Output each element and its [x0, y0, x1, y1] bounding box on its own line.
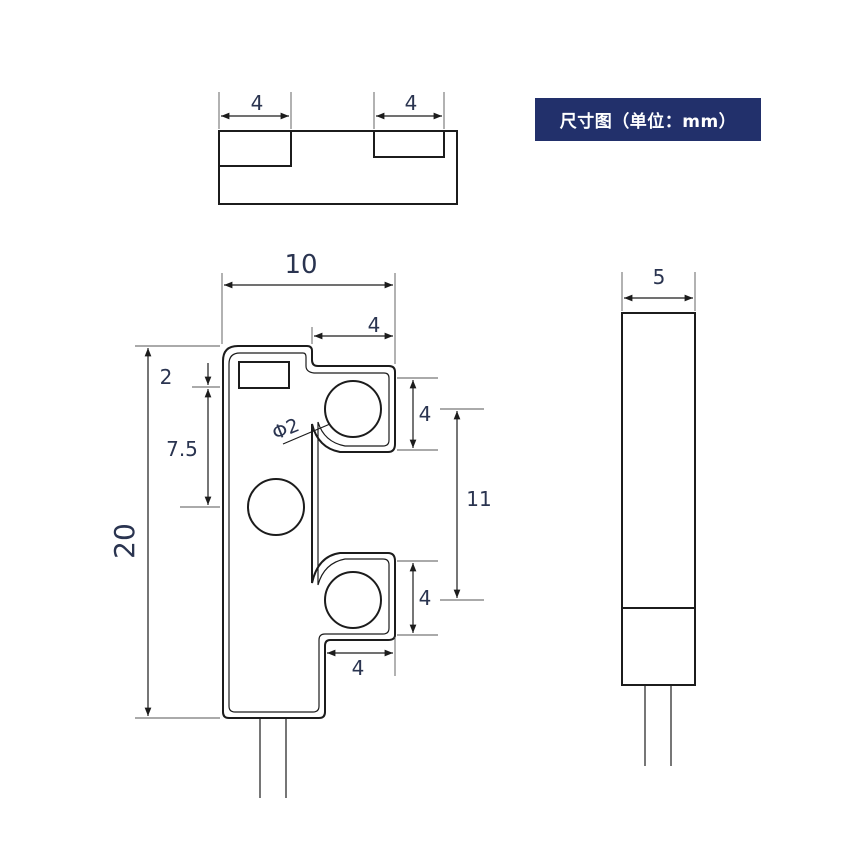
front-view-outline — [222, 345, 396, 719]
lower-tab-dim-label: 4 — [419, 586, 432, 610]
upper-hole-offset-dim-label: 7.5 — [166, 437, 198, 461]
upper-tab-dim-label: 4 — [419, 402, 432, 426]
front-view-inner-outline — [228, 352, 390, 713]
thickness-dim-label: 5 — [653, 265, 666, 289]
top-view: 4 4 — [218, 91, 458, 205]
height-dim-label: 20 — [108, 523, 141, 559]
front-view-label-window — [238, 361, 290, 389]
units-badge-text: 尺寸图（单位：mm） — [559, 112, 737, 132]
bottom-step-dim-label: 4 — [352, 656, 365, 680]
width-dim-label: 10 — [284, 250, 317, 280]
top-view-right-slot — [373, 130, 445, 158]
side-view-body — [621, 312, 696, 686]
side-view: 5 — [621, 265, 696, 766]
top-step-dim-label: 4 — [368, 313, 381, 337]
center-hole — [247, 478, 305, 536]
top-right-dim-label: 4 — [405, 91, 418, 115]
front-view: 10 4 2 7.5 20 Φ2 4 11 4 — [108, 250, 492, 798]
top-view-body — [218, 130, 458, 205]
hole-diameter-label: Φ2 — [269, 414, 302, 445]
top-margin-dim-label: 2 — [160, 365, 173, 389]
units-badge: 尺寸图（单位：mm） — [535, 98, 761, 141]
lower-hole — [324, 571, 382, 629]
upper-hole — [324, 380, 382, 438]
hole-spacing-dim-label: 11 — [466, 487, 491, 511]
hole-diameter-leader — [282, 423, 331, 445]
top-left-dim-label: 4 — [251, 91, 264, 115]
top-view-left-slot — [218, 130, 292, 167]
